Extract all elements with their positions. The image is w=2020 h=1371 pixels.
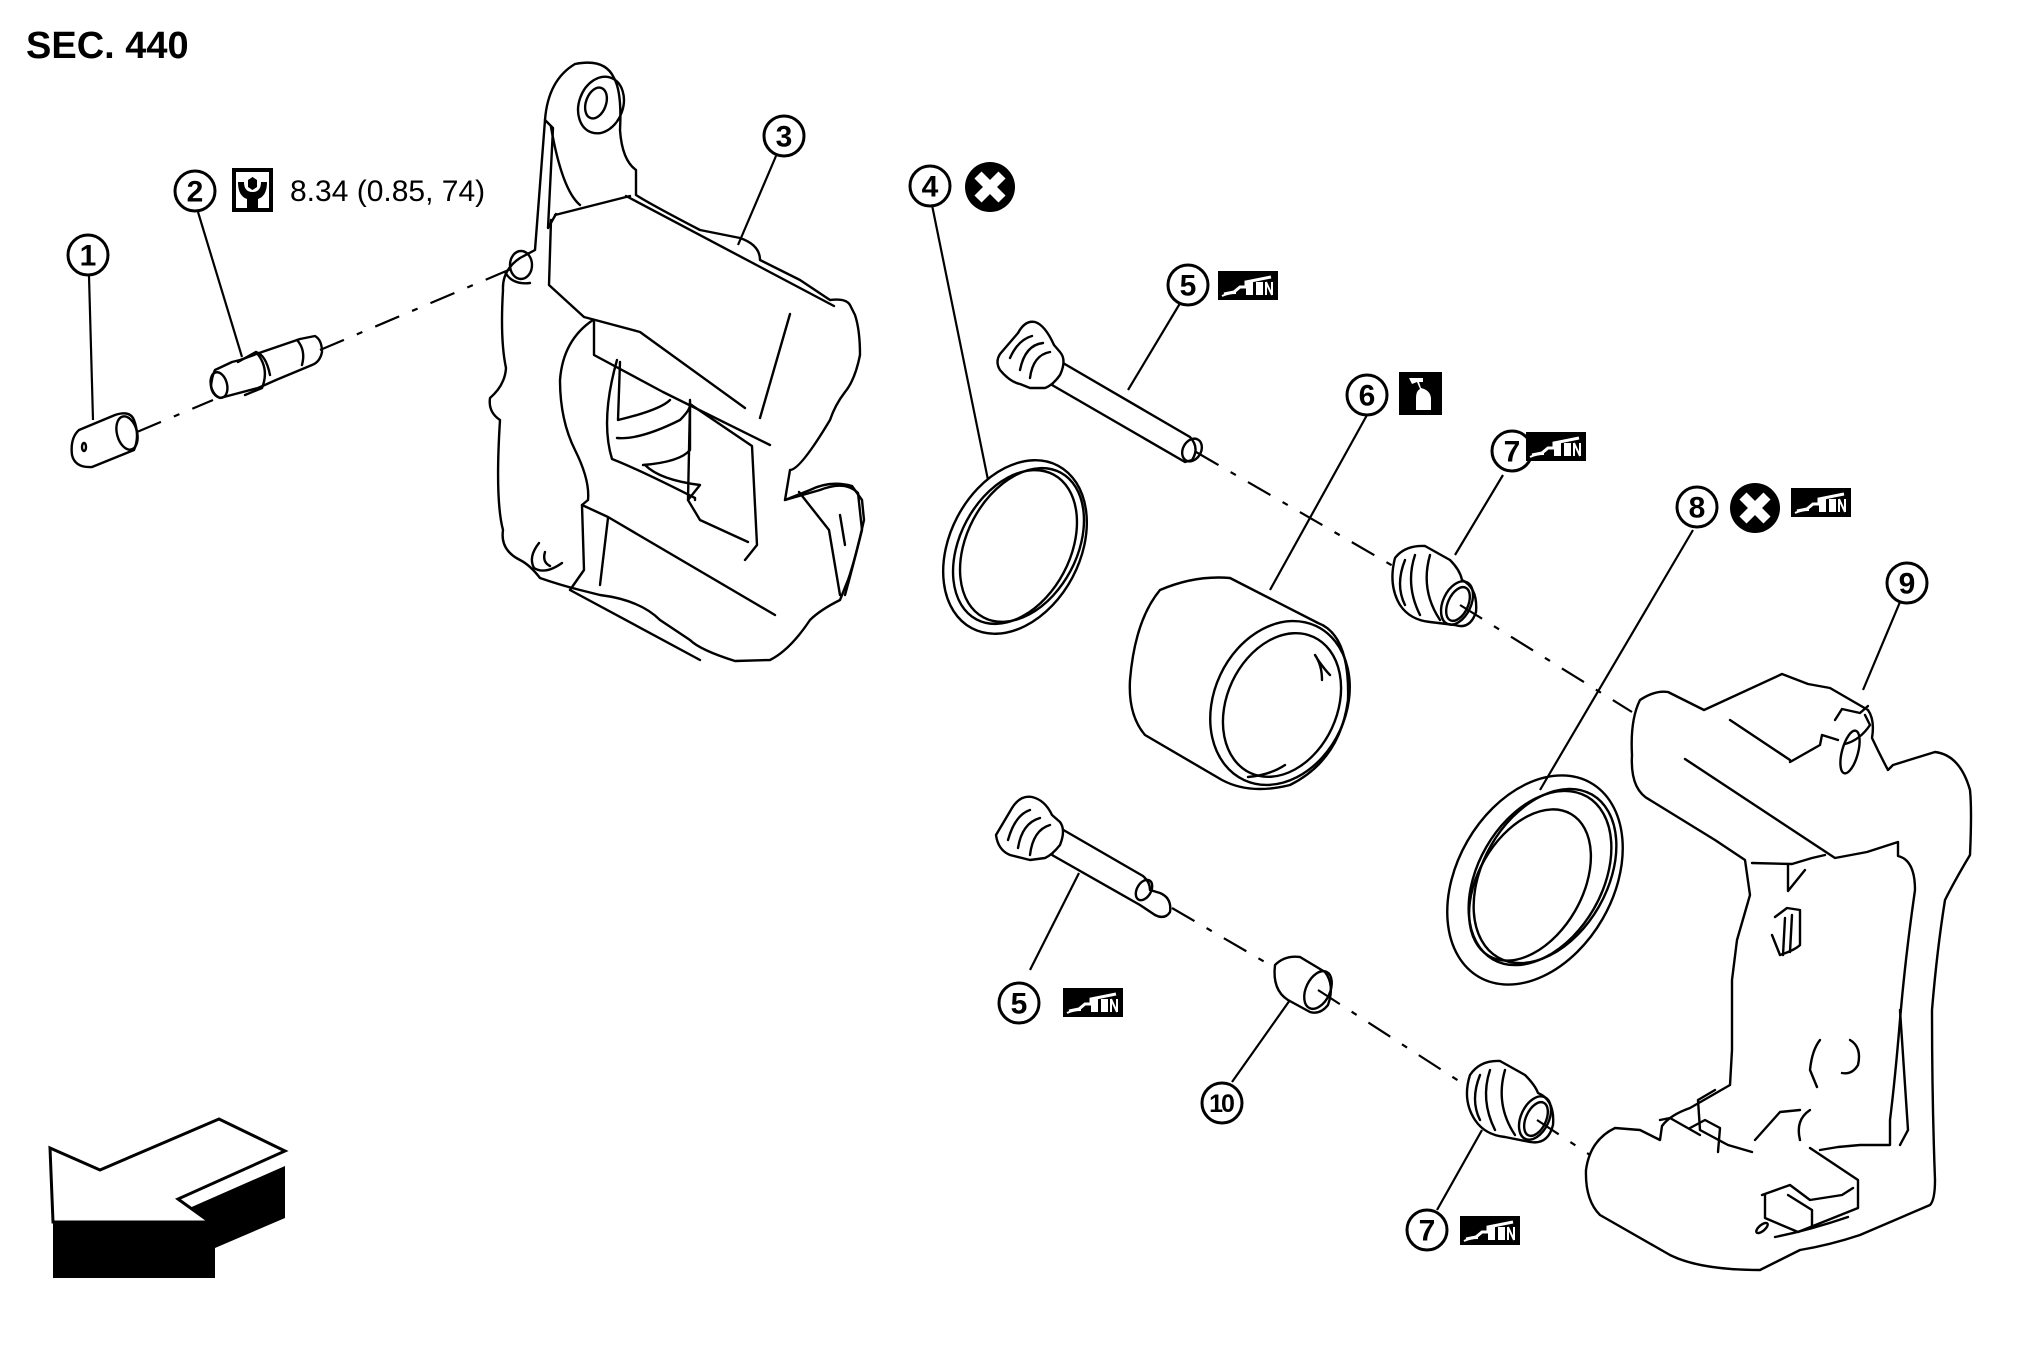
do-not-reuse-icon [1730, 483, 1780, 533]
bleeder-valve [209, 334, 324, 400]
torque-spec: 8.34 (0.85, 74) [290, 175, 485, 208]
svg-text:7: 7 [1419, 1215, 1436, 1248]
grease-icon [1458, 1214, 1522, 1247]
callout-1: 1 [66, 233, 110, 277]
front-arrow-icon [48, 1117, 289, 1278]
axis-line-bleeder [136, 264, 519, 434]
callout-5-upper: 5 [1166, 263, 1210, 307]
svg-text:2: 2 [187, 176, 204, 209]
callout-7-lower: 7 [1405, 1208, 1449, 1252]
callout-9: 9 [1885, 561, 1929, 605]
section-label: SEC. 440 [26, 25, 189, 67]
grease-icon [1524, 430, 1588, 463]
axis-line-upper-pin [1195, 451, 1401, 571]
leader-lines [87, 155, 1902, 1211]
callout-7-upper: 7 [1490, 429, 1534, 473]
svg-text:5: 5 [1011, 988, 1028, 1021]
sleeve [1273, 955, 1333, 1014]
svg-text:9: 9 [1899, 568, 1916, 601]
torque-member [1584, 672, 1973, 1272]
svg-text:8: 8 [1689, 492, 1706, 525]
sliding-pin-upper [996, 320, 1204, 464]
callout-8: 8 [1675, 485, 1719, 529]
callout-6: 6 [1345, 373, 1389, 417]
grease-icon [1789, 486, 1853, 519]
svg-text:1: 1 [80, 240, 97, 273]
piston [1128, 576, 1351, 791]
callout-3: 3 [762, 114, 806, 158]
callout-4: 4 [908, 164, 952, 208]
sliding-pin-boot-lower [1465, 1059, 1555, 1144]
do-not-reuse-icon [965, 162, 1015, 212]
grease-icon [1216, 269, 1280, 302]
callout-5-lower: 5 [997, 981, 1041, 1025]
svg-text:7: 7 [1504, 436, 1521, 469]
axis-line-lower-boot [1536, 1119, 1591, 1156]
svg-text:6: 6 [1359, 380, 1376, 413]
sliding-pin-lower [994, 795, 1172, 919]
bleeder-cap [70, 412, 139, 469]
brake-fluid-icon [1399, 372, 1442, 415]
piston-seal [941, 459, 1089, 635]
torque-wrench-icon [232, 168, 273, 212]
svg-text:10: 10 [1209, 1090, 1234, 1118]
callout-10: 10 [1200, 1081, 1244, 1125]
svg-text:5: 5 [1180, 270, 1197, 303]
cylinder-body [488, 61, 866, 663]
axis-line-sleeve [1317, 989, 1466, 1086]
piston-boot [1446, 774, 1624, 986]
svg-text:4: 4 [922, 171, 939, 204]
sliding-pin-boot-upper [1391, 544, 1478, 628]
callout-2: 2 [173, 169, 217, 213]
axis-line-upper-boot [1459, 604, 1633, 713]
grease-icon [1061, 986, 1125, 1019]
svg-text:3: 3 [776, 121, 793, 154]
axis-line-lower-pin [1171, 907, 1271, 966]
